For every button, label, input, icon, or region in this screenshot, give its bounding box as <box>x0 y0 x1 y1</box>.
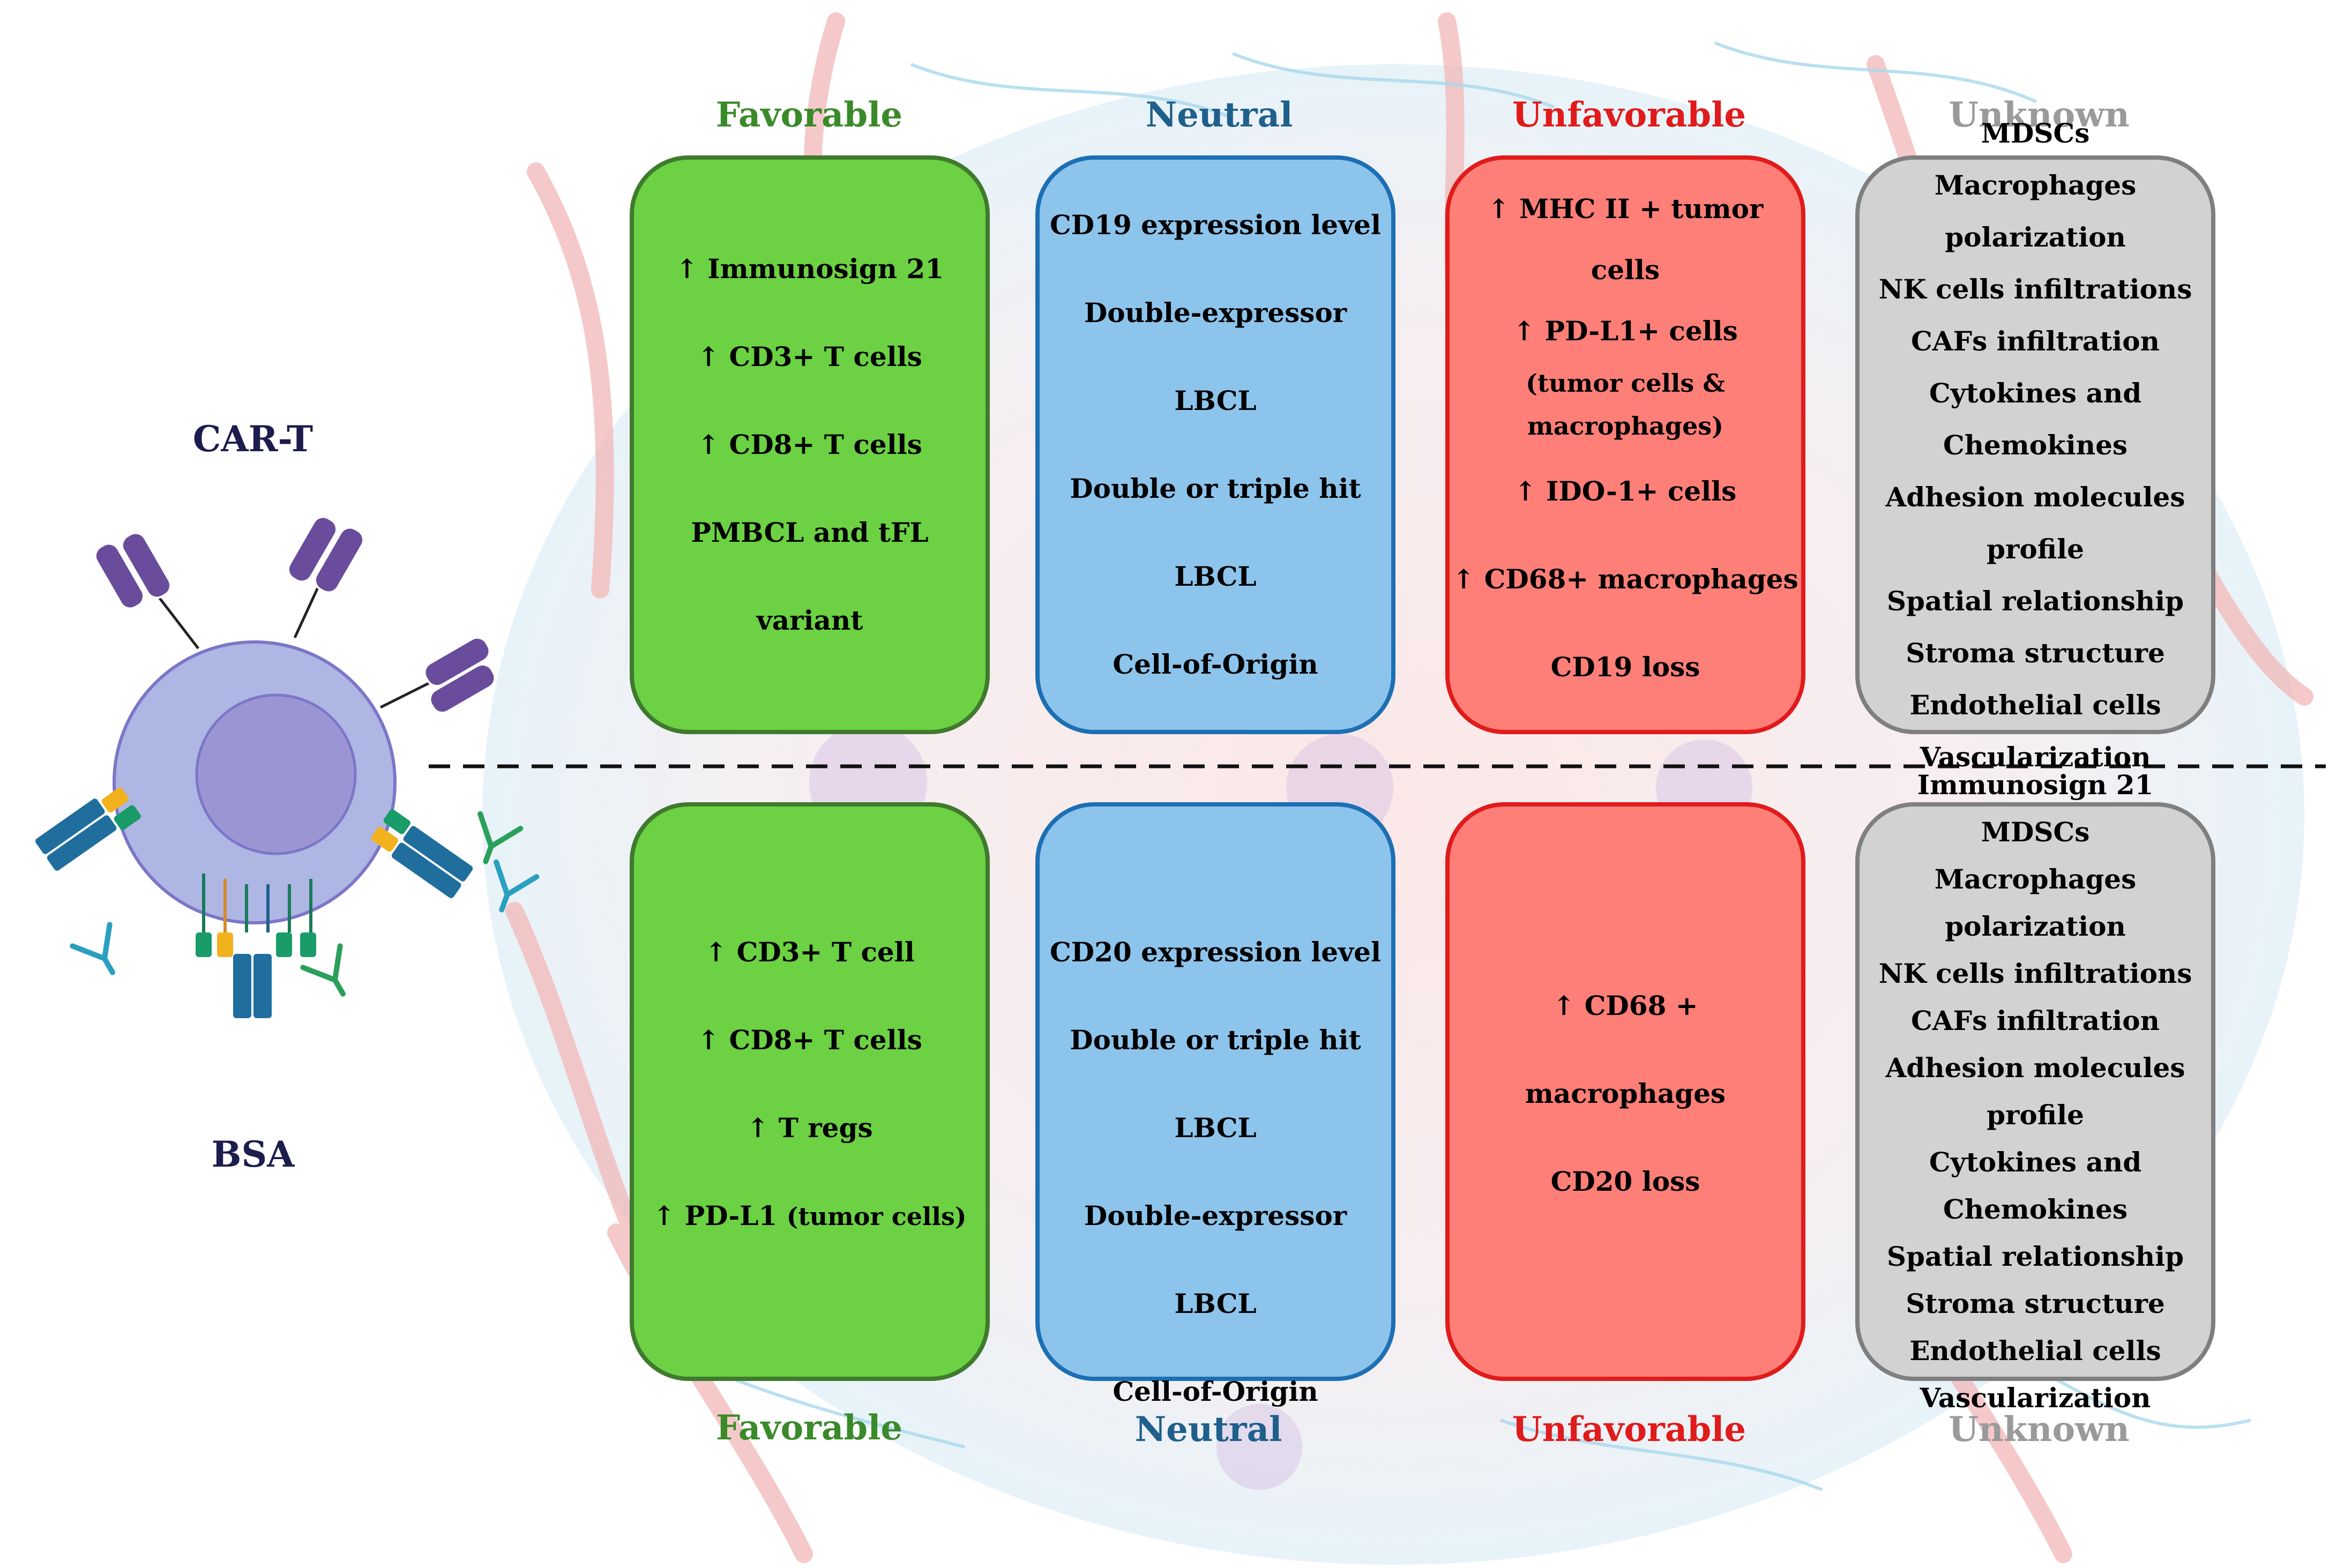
bsa-unknown-item: MDSCs <box>1981 816 2090 848</box>
cart-neutral-box: CD19 expression level Double-expressor L… <box>1035 155 1395 734</box>
cart-unknown-box: MDSCs Macrophages polarization NK cells … <box>1855 117 2215 773</box>
bsa-favorable-pdl1: ↑ PD-L1 <box>653 1200 778 1231</box>
bsa-neutral-item: CD20 expression level <box>1050 936 1381 968</box>
bsa-neutral-item: Double-expressor LBCL <box>1084 1200 1347 1319</box>
cart-favorable-box: ↑ Immunosign 21 ↑ CD3+ T cells ↑ CD8+ T … <box>630 155 990 734</box>
heading-unfavorable-top: Unfavorable <box>1512 95 1746 135</box>
bsa-unfavorable-box: ↑ CD68 + macrophages CD20 loss <box>1445 802 1805 1381</box>
cart-neutral-item: Double or triple hit LBCL <box>1070 473 1361 592</box>
bsa-label: BSA <box>211 1133 295 1175</box>
cart-unfavorable-item: ↑ MHC II + tumor cells <box>1487 193 1764 286</box>
bsa-unknown-item: Macrophages polarization <box>1934 863 2137 942</box>
cart-unknown-item: Vascularization <box>1920 741 2151 773</box>
bsa-neutral-item: Double or triple hit LBCL <box>1070 1024 1361 1144</box>
cart-unknown-item: Endothelial cells <box>1909 689 2161 721</box>
cart-unknown-item: Stroma structure <box>1906 637 2165 669</box>
bsa-unknown-item: Cytokines and Chemokines <box>1929 1146 2142 1225</box>
t-cell-illustration <box>35 516 540 1018</box>
cart-unfavorable-item: CD19 loss <box>1550 651 1700 683</box>
heading-unfavorable-bottom: Unfavorable <box>1512 1409 1746 1450</box>
cart-neutral-item: Cell-of-Origin <box>1113 648 1318 680</box>
bsa-unfavorable-item: CD20 loss <box>1550 1166 1700 1197</box>
bsa-unknown-box: Immunosign 21 MDSCs Macrophages polariza… <box>1855 769 2215 1414</box>
cart-unfavorable-item: ↑ CD68+ macrophages <box>1452 563 1798 595</box>
heading-neutral-top: Neutral <box>1145 95 1293 135</box>
cart-unknown-item: Adhesion molecules profile <box>1885 481 2185 565</box>
bsa-neutral-box: CD20 expression level Double or triple h… <box>1035 802 1395 1407</box>
bsa-unknown-item: Endothelial cells <box>1909 1335 2161 1367</box>
cart-neutral-item: CD19 expression level <box>1050 209 1381 241</box>
bsa-unknown-item: CAFs infiltration <box>1911 1005 2160 1036</box>
cart-favorable-item: ↑ CD3+ T cells <box>697 341 922 372</box>
cart-unknown-item: Spatial relationship <box>1886 585 2184 617</box>
heading-unknown-top: Unknown <box>1949 95 2130 135</box>
bsa-unknown-item: Vascularization <box>1920 1382 2151 1414</box>
cart-unknown-item: Cytokines and Chemokines <box>1929 377 2142 461</box>
cart-neutral-item: Double-expressor LBCL <box>1084 297 1347 416</box>
cart-unknown-item: Macrophages polarization <box>1934 169 2137 253</box>
cart-unfavorable-item: ↑ PD-L1+ cells <box>1513 315 1738 347</box>
cart-favorable-item: ↑ Immunosign 21 <box>676 253 944 285</box>
cart-unfavorable-item: (tumor cells & macrophages) <box>1526 369 1725 440</box>
cart-unknown-item: MDSCs <box>1981 117 2090 149</box>
bsa-favorable-box: ↑ CD3+ T cell ↑ CD8+ T cells ↑ T regs ↑ … <box>630 802 990 1381</box>
bsa-unknown-item: Immunosign 21 <box>1917 769 2154 801</box>
cart-label: CAR-T <box>192 418 313 460</box>
cart-favorable-item: PMBCL and tFL variant <box>691 517 929 636</box>
bsa-favorable-pdl1-note: (tumor cells) <box>786 1202 967 1231</box>
bsa-neutral-item: Cell-of-Origin <box>1113 1376 1318 1407</box>
heading-neutral-bottom: Neutral <box>1134 1409 1282 1450</box>
cart-unknown-item: CAFs infiltration <box>1911 325 2160 357</box>
bsa-unfavorable-item: ↑ CD68 + macrophages <box>1525 990 1726 1109</box>
bsa-unknown-item: NK cells infiltrations <box>1878 958 2192 989</box>
bsa-unknown-item: Spatial relationship <box>1886 1241 2184 1272</box>
cart-unfavorable-item: ↑ IDO-1+ cells <box>1514 475 1737 507</box>
bsa-favorable-item: ↑ CD8+ T cells <box>697 1024 922 1056</box>
cart-unfavorable-box: ↑ MHC II + tumor cells ↑ PD-L1+ cells (t… <box>1445 155 1805 734</box>
bsa-unknown-item: Stroma structure <box>1906 1288 2165 1319</box>
bsa-favorable-item: ↑ T regs <box>747 1112 873 1144</box>
heading-favorable-bottom: Favorable <box>715 1408 903 1448</box>
cart-favorable-item: ↑ CD8+ T cells <box>697 429 922 460</box>
bsa-unknown-item: Adhesion molecules profile <box>1885 1052 2185 1131</box>
heading-unknown-bottom: Unknown <box>1949 1409 2130 1450</box>
cart-unknown-item: NK cells infiltrations <box>1878 273 2192 305</box>
bsa-favorable-item: ↑ CD3+ T cell <box>705 936 915 968</box>
heading-favorable-top: Favorable <box>715 95 903 135</box>
bsa-favorable-item: ↑ PD-L1 (tumor cells) <box>653 1172 966 1260</box>
